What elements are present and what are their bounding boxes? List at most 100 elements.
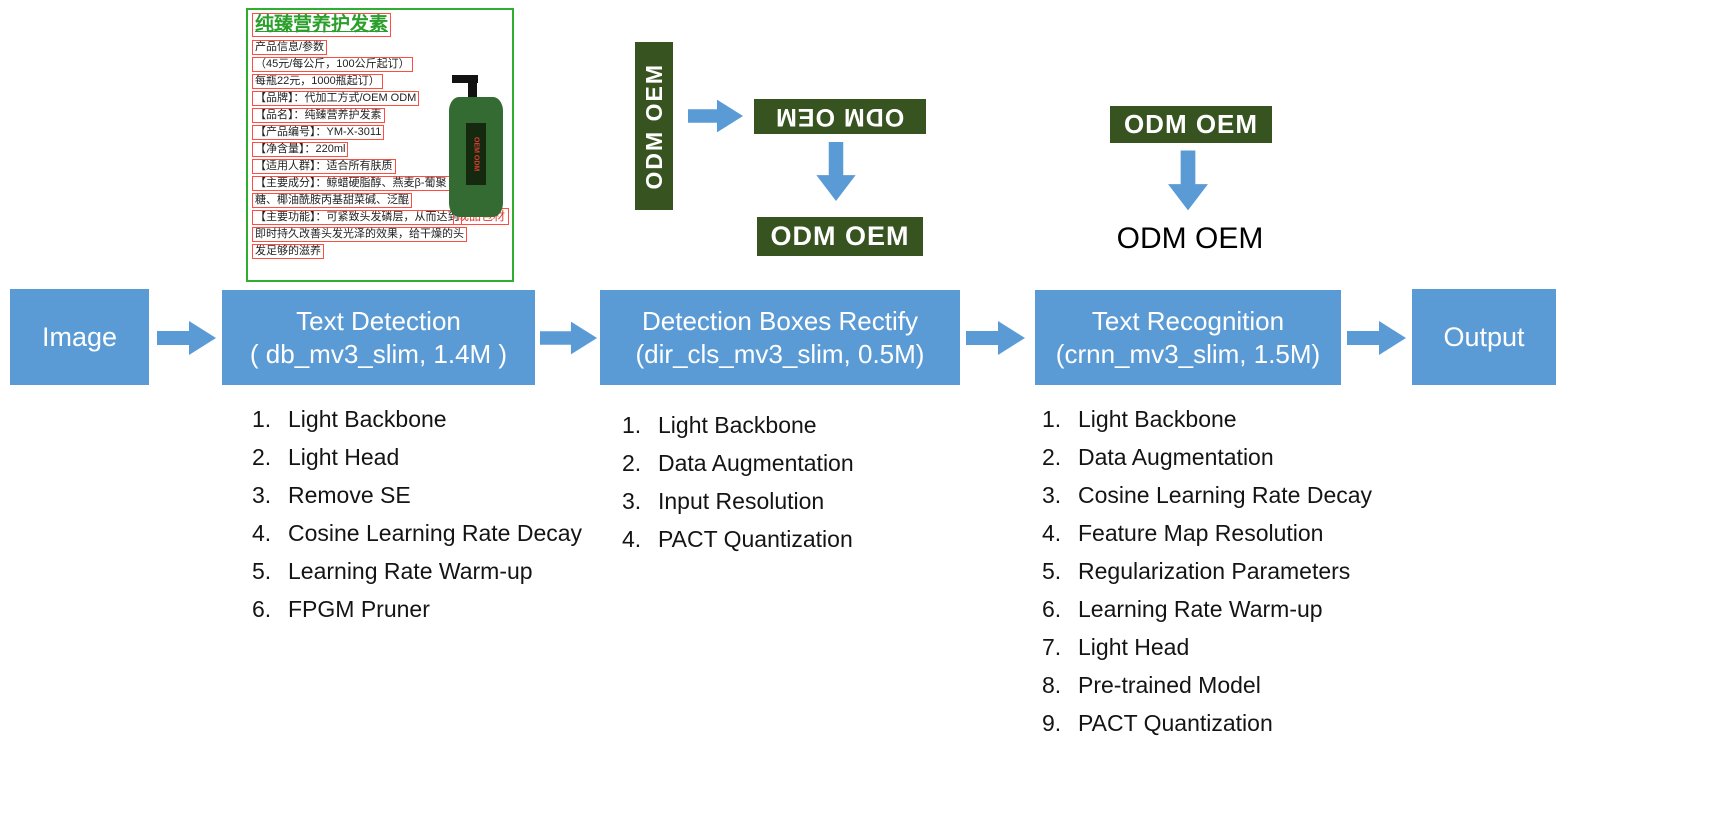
list-item-label: Remove SE — [288, 481, 411, 508]
list-item-number: 1. — [622, 411, 642, 438]
list-item-number: 9. — [1042, 709, 1062, 736]
list-item-label: Light Backbone — [288, 405, 447, 432]
detected-text-line: 【主要成分】：鲸蜡硬脂醇、燕麦β-葡聚 — [252, 176, 450, 191]
list-item-number: 3. — [1042, 481, 1062, 508]
detected-text-line: （45元/每公斤，100公斤起订） — [252, 57, 413, 72]
list-item-label: Learning Rate Warm-up — [288, 557, 533, 584]
list-item-label: Learning Rate Warm-up — [1078, 595, 1323, 622]
stage-rectify-subtitle: (dir_cls_mv3_slim, 0.5M) — [635, 338, 925, 369]
list-item-number: 1. — [252, 405, 272, 432]
list-item-label: PACT Quantization — [1078, 709, 1273, 736]
list-item-number: 2. — [252, 443, 272, 470]
list-item: 2. Data Augmentation — [1042, 438, 1372, 476]
list-item: 6.FPGM Pruner — [252, 590, 582, 628]
list-item-label: Feature Map Resolution — [1078, 519, 1324, 546]
stage-text-detection-title: Text Detection — [296, 305, 461, 336]
odm-recognized-text: ODM OEM — [1116, 222, 1264, 255]
odm-vertical-text: ODM OEM — [640, 62, 667, 190]
detection-sample-image: 纯臻营养护发素 产品信息/参数 （45元/每公斤，100公斤起订） 每瓶22元，… — [246, 8, 514, 282]
list-item-number: 5. — [1042, 557, 1062, 584]
odm-recognition-input-text: ODM OEM — [1123, 109, 1259, 139]
stage-detection-boxes-rectify-box: Detection Boxes Rectify (dir_cls_mv3_sli… — [600, 290, 960, 385]
bottle-pump-nozzle — [452, 75, 478, 83]
list-item-label: Input Resolution — [658, 487, 825, 514]
stage-text-detection-box: Text Detection ( db_mv3_slim, 1.4M ) — [222, 290, 535, 385]
recognition-optimizations-list: 1.Light Backbone 2. Data Augmentation 3.C… — [1042, 400, 1372, 742]
detected-text-line: 产品信息/参数 — [252, 40, 328, 55]
list-item: 3. Input Resolution — [622, 482, 854, 520]
list-item-number: 6. — [1042, 595, 1062, 622]
stage-recognition-title: Text Recognition — [1091, 305, 1285, 336]
list-item: 1.Light Backbone — [622, 406, 854, 444]
detected-text-line: 【主要功能】：可紧致头发磷层，从而达到 — [252, 210, 462, 225]
list-item-number: 2. — [622, 449, 642, 476]
odm-rectified-image: ODM OEM — [757, 217, 923, 256]
detected-text-line: 【净含量】：220ml — [252, 142, 349, 157]
list-item-label: Data Augmentation — [1078, 443, 1274, 470]
list-item-number: 8. — [1042, 671, 1062, 698]
detected-text-line: 【产品编号】：YM-X-3011 — [252, 125, 385, 140]
odm-vertical-image: ODM OEM — [635, 42, 673, 210]
detected-text-line: 即时持久改善头发光泽的效果，给干燥的头 — [252, 227, 467, 242]
rectify-optimizations-list: 1.Light Backbone 2. Data Augmentation 3. I… — [622, 406, 854, 558]
list-item-number: 7. — [1042, 633, 1062, 660]
odm-recognition-input-image: ODM OEM — [1110, 106, 1272, 143]
list-item: 4. Cosine Learning Rate Decay — [252, 514, 582, 552]
list-item: 3.Cosine Learning Rate Decay — [1042, 476, 1372, 514]
list-item: 5.Learning Rate Warm-up — [252, 552, 582, 590]
list-item-label: Cosine Learning Rate Decay — [288, 519, 583, 546]
stage-rectify-title: Detection Boxes Rectify — [641, 305, 918, 336]
bottle-pump-stem — [468, 82, 477, 98]
list-item: 5. Regularization Parameters — [1042, 552, 1372, 590]
bottle-body: OEM ODM — [449, 97, 503, 217]
stage-recognition-subtitle: (crnn_mv3_slim, 1.5M) — [1055, 338, 1321, 369]
list-item-label: Regularization Parameters — [1078, 557, 1351, 584]
list-item: 3. Remove SE — [252, 476, 582, 514]
detected-text-line: 【品牌】：代加工方式/OEM ODM — [252, 91, 420, 106]
product-text-column: 产品信息/参数 （45元/每公斤，100公斤起订） 每瓶22元，1000瓶起订）… — [252, 40, 450, 191]
odm-rectified-text: ODM OEM — [770, 221, 910, 251]
list-item: 6. Learning Rate Warm-up — [1042, 590, 1372, 628]
list-item: 1.Light Backbone — [1042, 400, 1372, 438]
list-item: 4.PACT Quantization — [622, 520, 854, 558]
product-bottle-image: OEM ODM — [444, 74, 506, 218]
odm-flipped-image: ODM OEM — [754, 99, 926, 134]
arrow-right-icon — [688, 99, 744, 133]
arrow-down-icon — [1168, 150, 1208, 211]
bottle-label-text: OEM ODM — [472, 136, 480, 172]
odm-flipped-text: ODM OEM — [775, 103, 905, 131]
list-item-number: 4. — [1042, 519, 1062, 546]
list-item-number: 4. — [252, 519, 272, 546]
detected-text-line: 糖、椰油酰胺丙基甜菜碱、泛醌 — [252, 193, 412, 208]
stage-image-box: Image — [10, 289, 149, 385]
list-item-number: 6. — [252, 595, 272, 622]
list-item-label: PACT Quantization — [658, 525, 853, 552]
list-item-label: Light Head — [1078, 633, 1190, 660]
list-item-number: 3. — [622, 487, 642, 514]
list-item: 9. PACT Quantization — [1042, 704, 1372, 742]
detected-text-line: 【适用人群】：适合所有肤质 — [252, 159, 396, 174]
stage-text-recognition-box: Text Recognition (crnn_mv3_slim, 1.5M) — [1035, 290, 1341, 385]
list-item: 2. Light Head — [252, 438, 582, 476]
product-title-text: 纯臻营养护发素 — [252, 13, 392, 37]
stage-output-box: Output — [1412, 289, 1556, 385]
list-item-label: Data Augmentation — [658, 449, 854, 476]
list-item-label: Pre-trained Model — [1078, 671, 1261, 698]
arrow-right-icon — [1347, 321, 1406, 355]
list-item: 1. Light Backbone — [252, 400, 582, 438]
detected-text-line: 【品名】：纯臻营养护发素 — [252, 108, 385, 123]
text-detection-optimizations-list: 1. Light Backbone 2. Light Head 3. Remove S… — [252, 400, 582, 628]
list-item-label: Light Head — [288, 443, 400, 470]
list-item: 2. Data Augmentation — [622, 444, 854, 482]
arrow-right-icon — [966, 321, 1025, 355]
stage-output-label: Output — [1443, 321, 1525, 352]
list-item-number: 3. — [252, 481, 272, 508]
stage-image-label: Image — [41, 321, 118, 352]
arrow-right-icon — [157, 321, 216, 355]
stage-text-detection-subtitle: ( db_mv3_slim, 1.4M ) — [249, 338, 508, 369]
detected-text-line: 每瓶22元，1000瓶起订） — [252, 74, 383, 89]
bottle-label: OEM ODM — [466, 123, 486, 185]
arrow-right-icon — [540, 321, 598, 355]
list-item-number: 2. — [1042, 443, 1062, 470]
